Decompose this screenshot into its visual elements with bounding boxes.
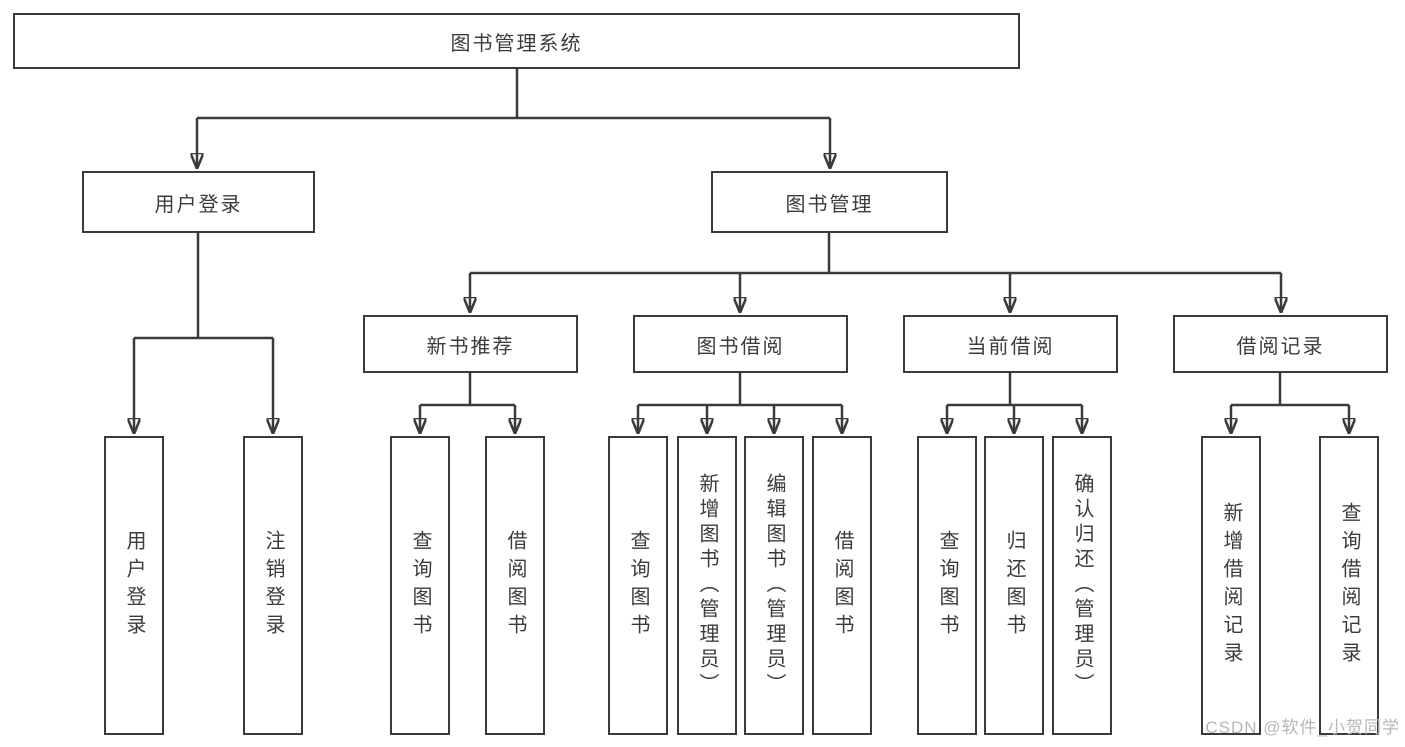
node-book-borrowing: 图书借阅 [633, 315, 848, 373]
leaf-return-book: 归还图书 [984, 436, 1044, 735]
leaf-query-books-recommend: 查询图书 [390, 436, 450, 735]
csdn-watermark: CSDN @软件_小贺同学 [1205, 718, 1400, 737]
node-new-book-recommend: 新书推荐 [363, 315, 578, 373]
leaf-user-login: 用户登录 [104, 436, 164, 735]
leaf-query-books-borrowing: 查询图书 [608, 436, 668, 735]
node-current-borrowing: 当前借阅 [903, 315, 1118, 373]
node-user-login: 用户登录 [82, 171, 315, 233]
leaf-borrow-books-recommend: 借阅图书 [485, 436, 545, 735]
leaf-query-books-current: 查询图书 [917, 436, 977, 735]
leaf-logout: 注销登录 [243, 436, 303, 735]
leaf-confirm-return-admin: 确认归还（管理员） [1052, 436, 1112, 735]
leaf-add-borrow-record: 新增借阅记录 [1201, 436, 1261, 735]
node-borrowing-records: 借阅记录 [1173, 315, 1388, 373]
leaf-edit-book-admin: 编辑图书（管理员） [744, 436, 804, 735]
node-library-system: 图书管理系统 [13, 13, 1020, 69]
node-book-management: 图书管理 [711, 171, 948, 233]
leaf-borrow-books-borrowing: 借阅图书 [812, 436, 872, 735]
leaf-query-borrow-record: 查询借阅记录 [1319, 436, 1379, 735]
leaf-add-book-admin: 新增图书（管理员） [677, 436, 737, 735]
